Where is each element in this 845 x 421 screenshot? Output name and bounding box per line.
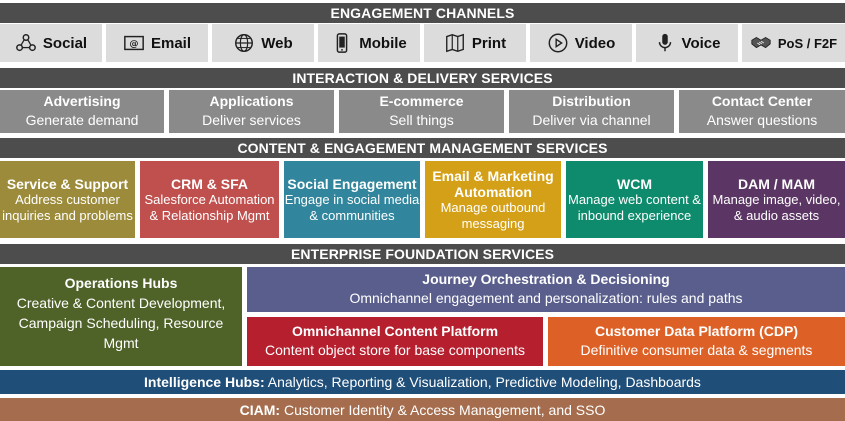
channel-web: Web: [212, 24, 314, 62]
cdp-block: Customer Data Platform (CDP) Definitive …: [548, 317, 845, 366]
channel-email: @ Email: [106, 24, 208, 62]
channel-video: Video: [530, 24, 632, 62]
service-advertising: Advertising Generate demand: [0, 90, 164, 133]
service-ecommerce: E-commerce Sell things: [339, 90, 504, 133]
mgmt-email-marketing: Email & Marketing Automation Manage outb…: [425, 161, 561, 238]
play-icon: [548, 33, 568, 53]
channel-label: PoS / F2F: [777, 35, 838, 51]
handshake-icon: [751, 36, 771, 49]
intel-title: Intelligence Hubs:: [144, 374, 265, 390]
interaction-services-row: Advertising Generate demand Applications…: [0, 90, 845, 133]
ops-desc: Creative & Content Development, Campaign…: [16, 295, 226, 351]
mgmt-crm-sfa: CRM & SFA Salesforce Automation & Relati…: [140, 161, 279, 238]
journey-desc: Omnichannel engagement and personalizati…: [349, 290, 743, 306]
service-subtitle: Deliver services: [202, 112, 301, 128]
omni-title: Omnichannel Content Platform: [291, 323, 499, 339]
channel-pos-f2f: PoS / F2F: [742, 24, 845, 62]
service-subtitle: Answer questions: [706, 112, 818, 128]
channel-print: Print: [424, 24, 526, 62]
mobile-phone-icon: [336, 33, 348, 53]
microphone-icon: [658, 33, 671, 52]
mgmt-desc: Engage in social media & communities: [284, 192, 420, 223]
channel-row: Social @ Email Web Mobile Print Video Vo…: [0, 24, 845, 62]
channel-social: Social: [0, 24, 102, 62]
mgmt-wcm: WCM Manage web content & inbound experie…: [566, 161, 703, 238]
social-network-icon: [16, 34, 36, 52]
mgmt-desc: Salesforce Automation & Relationship Mgm…: [144, 192, 275, 223]
service-title: Applications: [209, 93, 294, 109]
service-title: Distribution: [552, 93, 631, 109]
mgmt-desc: Manage web content & inbound experience: [568, 192, 701, 223]
content-engagement-header: CONTENT & ENGAGEMENT MANAGEMENT SERVICES: [0, 138, 845, 158]
mgmt-title: DAM / MAM: [738, 176, 815, 192]
service-subtitle: Generate demand: [25, 112, 139, 128]
mgmt-title: WCM: [617, 176, 652, 192]
mgmt-desc: Address customer inquiries and problems: [2, 192, 133, 223]
mgmt-title: Social Engagement: [287, 176, 417, 192]
channel-label: Web: [261, 34, 293, 52]
mgmt-desc: Manage outbound messaging: [440, 200, 546, 231]
print-map-icon: [445, 33, 464, 53]
mgmt-title: Email & Marketing Automation: [432, 168, 554, 200]
service-subtitle: Deliver via channel: [532, 112, 651, 128]
service-distribution: Distribution Deliver via channel: [509, 90, 674, 133]
engagement-channels-header: ENGAGEMENT CHANNELS: [0, 3, 845, 23]
service-title: Advertising: [43, 93, 121, 109]
ops-title: Operations Hubs: [64, 275, 178, 291]
svg-text:@: @: [129, 39, 138, 50]
ciam-desc: Customer Identity & Access Management, a…: [283, 402, 606, 418]
service-title: Contact Center: [711, 93, 813, 109]
journey-orchestration-block: Journey Orchestration & Decisioning Omni…: [247, 267, 845, 312]
channel-label: Print: [471, 34, 507, 52]
channel-voice: Voice: [636, 24, 738, 62]
service-applications: Applications Deliver services: [169, 90, 334, 133]
omnichannel-content-block: Omnichannel Content Platform Content obj…: [247, 317, 543, 366]
enterprise-foundation-header: ENTERPRISE FOUNDATION SERVICES: [0, 244, 845, 264]
intel-desc: Analytics, Reporting & Visualization, Pr…: [267, 374, 701, 390]
mgmt-desc: Manage image, video, & audio assets: [712, 192, 841, 223]
intelligence-hubs-strip: Intelligence Hubs: Analytics, Reporting …: [0, 370, 845, 394]
channel-label: Mobile: [359, 34, 407, 52]
mgmt-title: CRM & SFA: [171, 176, 248, 192]
journey-title: Journey Orchestration & Decisioning: [422, 271, 670, 287]
ciam-title: CIAM:: [239, 402, 281, 418]
channel-label: Email: [150, 34, 192, 52]
cdp-desc: Definitive consumer data & segments: [580, 342, 813, 358]
channel-label: Voice: [681, 34, 721, 52]
mgmt-title: Service & Support: [6, 176, 129, 192]
email-icon: @: [124, 35, 144, 51]
management-services-row: Service & Support Address customer inqui…: [0, 161, 845, 238]
mgmt-social-engagement: Social Engagement Engage in social media…: [284, 161, 420, 238]
channel-label: Social: [42, 34, 88, 52]
service-contact-center: Contact Center Answer questions: [679, 90, 845, 133]
mgmt-service-support: Service & Support Address customer inqui…: [0, 161, 135, 238]
omni-desc: Content object store for base components: [265, 342, 525, 358]
mgmt-dam-mam: DAM / MAM Manage image, video, & audio a…: [708, 161, 845, 238]
ciam-strip: CIAM: Customer Identity & Access Managem…: [0, 398, 845, 421]
globe-icon: [235, 34, 254, 52]
channel-label: Video: [574, 34, 616, 52]
service-title: E-commerce: [379, 93, 464, 109]
cdp-title: Customer Data Platform (CDP): [594, 323, 799, 339]
service-subtitle: Sell things: [389, 112, 454, 128]
interaction-delivery-header: INTERACTION & DELIVERY SERVICES: [0, 68, 845, 88]
channel-mobile: Mobile: [318, 24, 420, 62]
operations-hubs-block: Operations Hubs Creative & Content Devel…: [0, 267, 242, 366]
